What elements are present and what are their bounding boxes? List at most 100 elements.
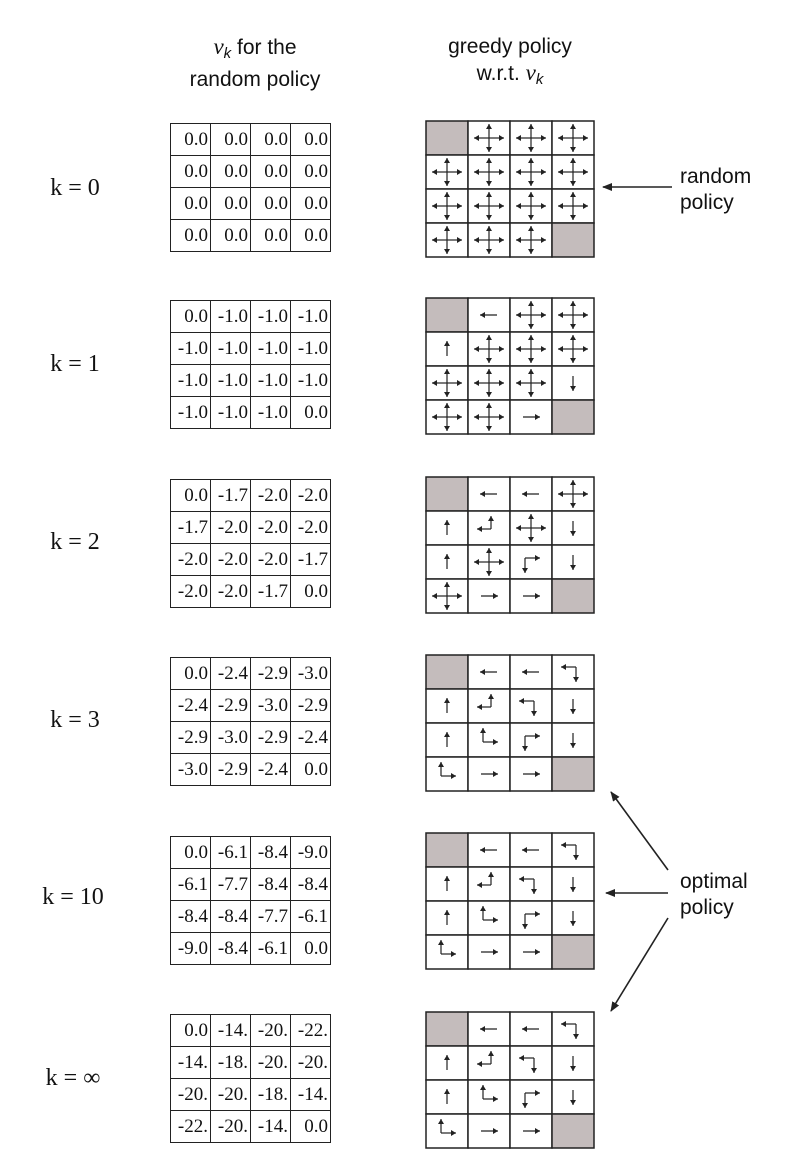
value-header-rest: for the bbox=[231, 36, 297, 59]
policy-cell bbox=[509, 722, 553, 758]
policy-arrow-icon bbox=[444, 732, 450, 747]
value-cell: -2.0 bbox=[250, 511, 291, 544]
policy-arrow-icon bbox=[570, 699, 576, 714]
policy-arrow-icon bbox=[570, 1090, 576, 1105]
policy-arrow-icon bbox=[474, 192, 504, 220]
value-cell: 0.0 bbox=[250, 187, 291, 220]
value-cell: 0.0 bbox=[290, 187, 331, 220]
value-cell: -14. bbox=[170, 1046, 211, 1079]
value-cell: 0.0 bbox=[210, 187, 251, 220]
value-cell: -2.9 bbox=[290, 689, 331, 722]
policy-arrow-icon bbox=[570, 521, 576, 536]
policy-cell bbox=[467, 722, 511, 758]
policy-arrow-icon bbox=[522, 1090, 540, 1108]
policy-cell bbox=[425, 756, 469, 792]
value-cell: 0.0 bbox=[250, 155, 291, 188]
k-label-inf: k = ∞ bbox=[45, 1065, 101, 1091]
value-cell: 0.0 bbox=[250, 219, 291, 252]
policy-arrow-icon bbox=[480, 1085, 498, 1102]
value-row: -22.-20.-14.0.0 bbox=[170, 1110, 331, 1143]
value-header-math: v bbox=[213, 34, 224, 59]
policy-arrow-icon bbox=[444, 910, 450, 925]
policy-arrow-icon bbox=[558, 158, 588, 186]
value-cell: -1.0 bbox=[250, 396, 291, 429]
policy-arrow-icon bbox=[522, 491, 539, 497]
policy-arrow-icon bbox=[519, 1055, 537, 1073]
policy-arrow-icon bbox=[516, 158, 546, 186]
policy-cell bbox=[509, 688, 553, 724]
policy-arrow-icon bbox=[516, 192, 546, 220]
value-cell: -1.0 bbox=[170, 332, 211, 365]
value-cell: -9.0 bbox=[290, 836, 331, 869]
value-cell: -3.0 bbox=[290, 657, 331, 690]
policy-arrow-icon bbox=[561, 842, 579, 860]
policy-arrow-icon bbox=[523, 949, 540, 955]
policy-cell bbox=[467, 510, 511, 546]
value-cell: -2.0 bbox=[250, 543, 291, 576]
policy-arrow-icon bbox=[516, 301, 546, 329]
value-cell: -2.9 bbox=[250, 657, 291, 690]
policy-cell bbox=[509, 866, 553, 902]
value-cell: -20. bbox=[250, 1014, 291, 1047]
value-cell: -1.7 bbox=[290, 543, 331, 576]
optimal-label-line1: optimal bbox=[680, 870, 748, 893]
policy-grid bbox=[425, 297, 595, 435]
policy-arrow-icon bbox=[558, 192, 588, 220]
policy-arrow-icon bbox=[519, 876, 537, 894]
policy-arrow-icon bbox=[444, 554, 450, 569]
policy-arrow-icon bbox=[480, 847, 497, 853]
policy-arrow-icon bbox=[570, 911, 576, 926]
value-cell: 0.0 bbox=[170, 836, 211, 869]
policy-arrow-icon bbox=[432, 582, 462, 610]
policy-arrow-icon bbox=[570, 555, 576, 570]
policy-arrow-icon bbox=[516, 335, 546, 363]
policy-cell bbox=[509, 900, 553, 936]
policy-arrow-icon bbox=[444, 341, 450, 356]
policy-arrow-icon bbox=[474, 335, 504, 363]
value-cell: -3.0 bbox=[250, 689, 291, 722]
policy-arrow-icon bbox=[474, 403, 504, 431]
value-cell: 0.0 bbox=[290, 219, 331, 252]
k-label-2: k = 2 bbox=[50, 529, 100, 555]
policy-header-math: v bbox=[525, 60, 536, 85]
policy-grid bbox=[425, 832, 595, 970]
policy-arrow-icon bbox=[480, 728, 498, 745]
value-row: -14.-18.-20.-20. bbox=[170, 1046, 331, 1079]
policy-arrow-icon bbox=[480, 1026, 497, 1032]
value-cell: 0.0 bbox=[290, 1110, 331, 1143]
policy-arrow-icon bbox=[432, 158, 462, 186]
policy-arrow-icon bbox=[474, 158, 504, 186]
value-row: -6.1-7.7-8.4-8.4 bbox=[170, 868, 331, 901]
policy-arrow-icon bbox=[522, 1026, 539, 1032]
optimal-label-line2: policy bbox=[680, 896, 734, 919]
policy-arrow-icon bbox=[522, 555, 540, 573]
policy-arrow-icon bbox=[438, 762, 456, 779]
random-label-line1: random bbox=[680, 165, 752, 188]
annotation-arrow bbox=[610, 791, 669, 871]
policy-arrow-icon bbox=[481, 1128, 498, 1134]
policy-grid bbox=[425, 120, 595, 258]
policy-arrow-icon bbox=[522, 733, 540, 751]
policy-arrow-icon bbox=[561, 1021, 579, 1039]
value-cell: -6.1 bbox=[170, 868, 211, 901]
value-grid-k10: 0.0-6.1-8.4-9.0 -6.1-7.7-8.4-8.4 -8.4-8.… bbox=[170, 836, 331, 965]
policy-header-line1: greedy policy bbox=[448, 35, 572, 58]
policy-arrow-icon bbox=[432, 403, 462, 431]
policy-cell bbox=[551, 510, 595, 546]
policy-arrow-icon bbox=[519, 698, 537, 716]
value-cell: 0.0 bbox=[290, 575, 331, 608]
value-cell: -1.0 bbox=[210, 300, 251, 333]
terminal-cell bbox=[425, 832, 469, 868]
policy-arrow-icon bbox=[516, 124, 546, 152]
policy-cell bbox=[509, 578, 553, 614]
policy-arrow-icon bbox=[444, 1055, 450, 1070]
value-cell: -2.0 bbox=[290, 479, 331, 512]
value-cell: -1.7 bbox=[250, 575, 291, 608]
k-label-1: k = 1 bbox=[50, 351, 100, 377]
